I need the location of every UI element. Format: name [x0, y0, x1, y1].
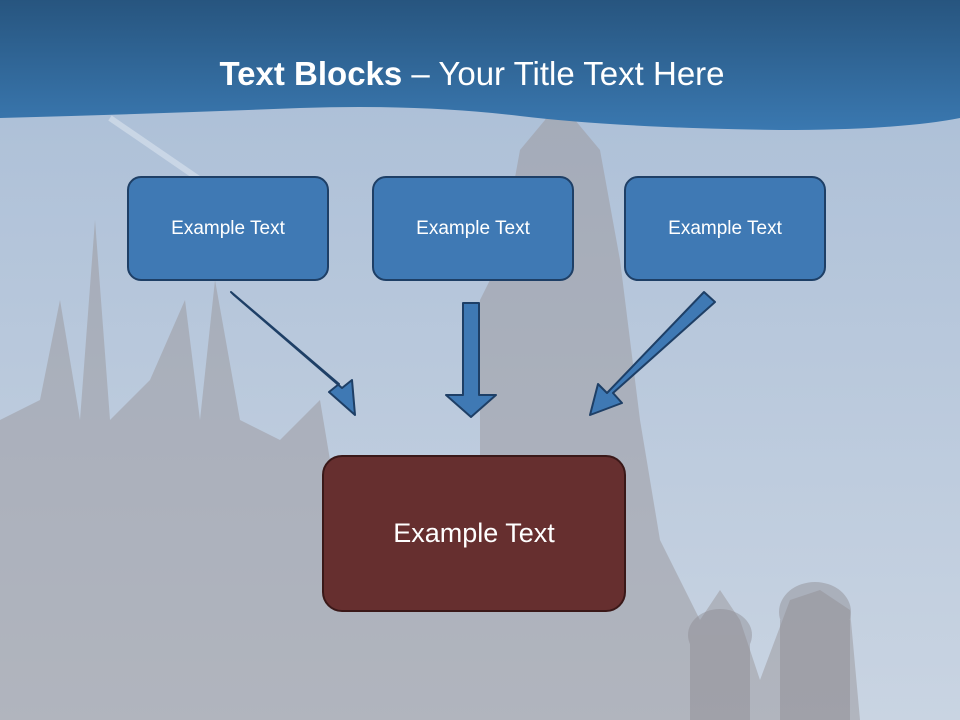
arrow-center: [445, 302, 497, 418]
text-block-2: Example Text: [372, 176, 574, 281]
header-band: [0, 0, 960, 130]
title-rest: Your Title Text Here: [438, 55, 725, 92]
target-block: Example Text: [322, 455, 626, 612]
target-block-label: Example Text: [393, 518, 555, 548]
arrow-left: [230, 291, 356, 416]
text-block-1: Example Text: [127, 176, 329, 281]
text-block-2-label: Example Text: [416, 217, 530, 239]
title-separator: –: [402, 55, 439, 92]
title-bold: Text Blocks: [219, 55, 403, 92]
arrow-right: [589, 291, 716, 416]
page-title: Text Blocks – Your Title Text Here: [0, 52, 944, 96]
text-block-1-label: Example Text: [171, 217, 285, 239]
text-block-3: Example Text: [624, 176, 826, 281]
text-block-3-label: Example Text: [668, 217, 782, 239]
cathedral-silhouette: [0, 90, 860, 720]
